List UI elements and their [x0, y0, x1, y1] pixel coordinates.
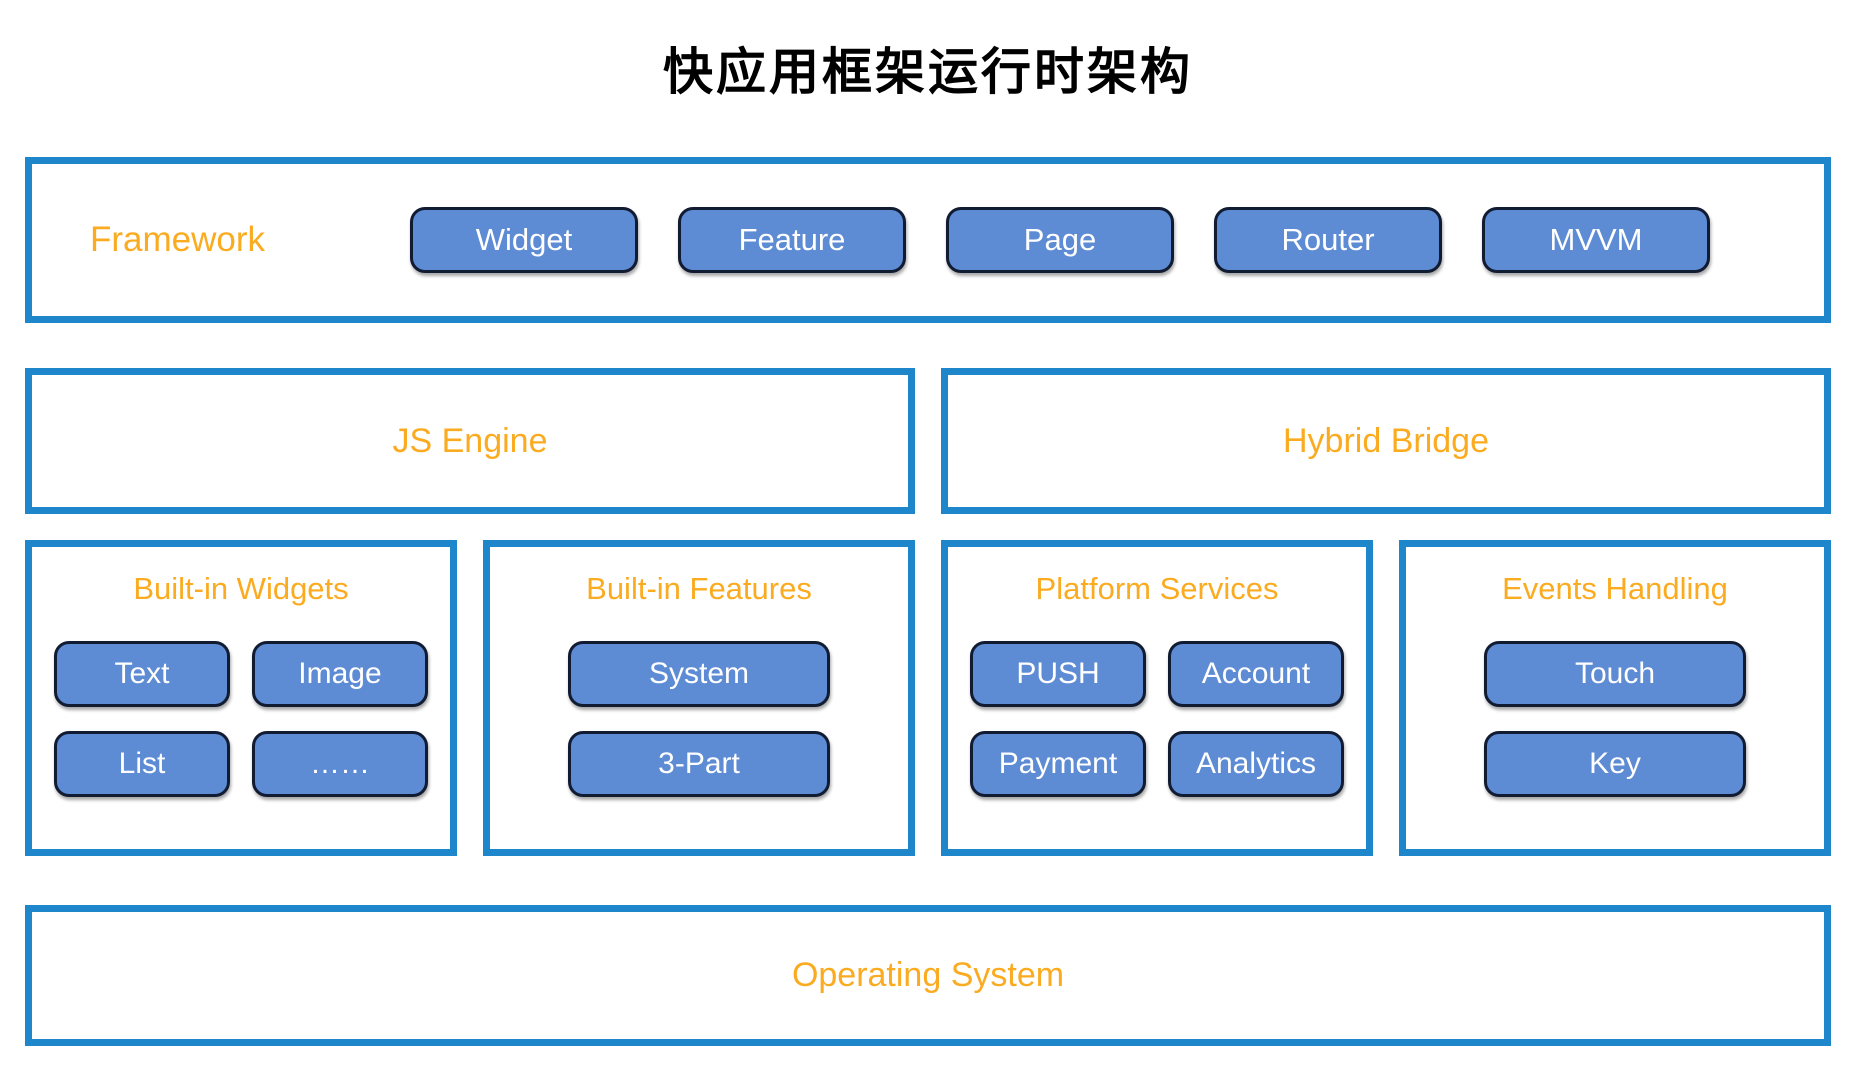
group-events-handling-title: Events Handling — [1502, 571, 1728, 606]
node-router: Router — [1214, 207, 1442, 273]
capability-groups-row: Built-in Widgets Text Image List …… Buil… — [25, 540, 1831, 856]
group-built-in-widgets-title: Built-in Widgets — [133, 571, 349, 606]
node-feature: Feature — [678, 207, 906, 273]
node-3part: 3-Part — [568, 731, 830, 797]
node-mvvm: MVVM — [1482, 207, 1710, 273]
diagram-title: 快应用框架运行时架构 — [663, 42, 1193, 101]
hybrid-bridge-layer: Hybrid Bridge — [941, 368, 1831, 514]
group-built-in-widgets: Built-in Widgets Text Image List …… — [25, 540, 457, 856]
hybrid-bridge-label: Hybrid Bridge — [1283, 421, 1489, 460]
node-list: List — [54, 731, 230, 797]
group-platform-services-title: Platform Services — [1035, 571, 1279, 606]
node-system: System — [568, 641, 830, 707]
node-push: PUSH — [970, 641, 1146, 707]
group-platform-services: Platform Services PUSH Account Payment A… — [941, 540, 1373, 856]
group-events-handling: Events Handling Touch Key — [1399, 540, 1831, 856]
node-ellipsis: …… — [252, 731, 428, 797]
group-platform-services-nodes: PUSH Account Payment Analytics — [970, 641, 1344, 797]
group-built-in-widgets-nodes: Text Image List …… — [54, 641, 428, 797]
node-account: Account — [1168, 641, 1344, 707]
node-payment: Payment — [970, 731, 1146, 797]
node-widget: Widget — [410, 207, 638, 273]
node-analytics: Analytics — [1168, 731, 1344, 797]
framework-layer-label: Framework — [90, 220, 266, 259]
js-engine-label: JS Engine — [392, 421, 548, 460]
js-engine-layer: JS Engine — [25, 368, 915, 514]
node-page: Page — [946, 207, 1174, 273]
framework-layer: Framework Widget Feature Page Router MVV… — [25, 157, 1831, 323]
operating-system-layer: Operating System — [25, 905, 1831, 1046]
group-built-in-features-nodes: System 3-Part — [512, 641, 886, 797]
framework-nodes: Widget Feature Page Router MVVM — [410, 207, 1710, 273]
group-built-in-features-title: Built-in Features — [586, 571, 812, 606]
group-built-in-features: Built-in Features System 3-Part — [483, 540, 915, 856]
engine-layer-row: JS Engine Hybrid Bridge — [25, 368, 1831, 514]
node-text: Text — [54, 641, 230, 707]
node-image: Image — [252, 641, 428, 707]
node-key: Key — [1484, 731, 1746, 797]
operating-system-label: Operating System — [791, 956, 1065, 994]
group-events-handling-nodes: Touch Key — [1428, 641, 1802, 797]
node-touch: Touch — [1484, 641, 1746, 707]
